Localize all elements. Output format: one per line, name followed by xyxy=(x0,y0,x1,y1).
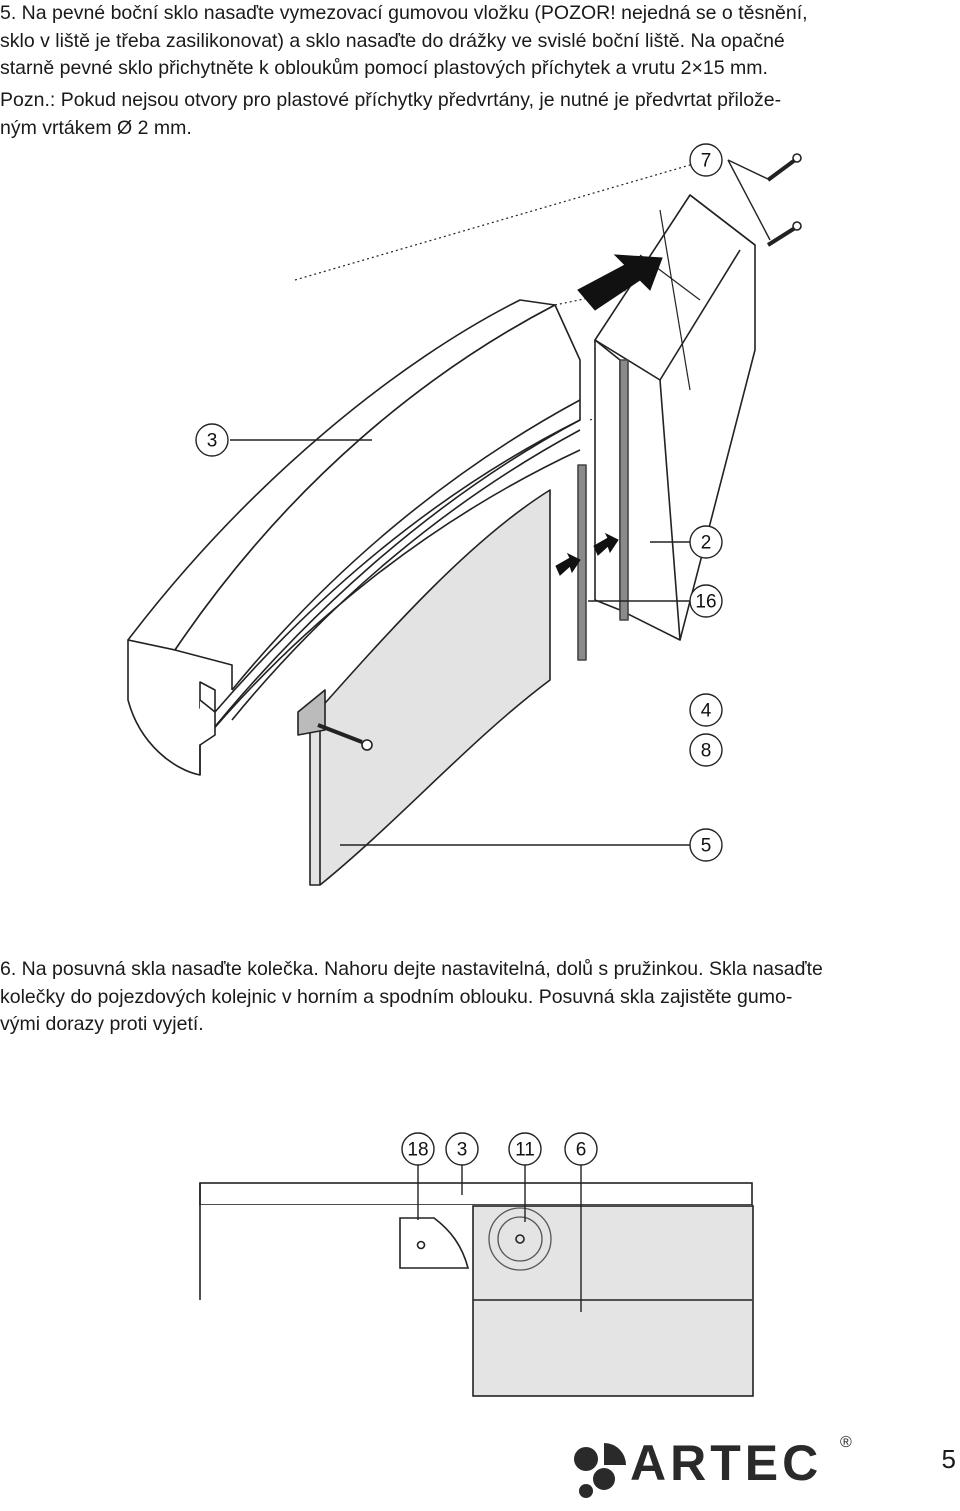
callout-label: 18 xyxy=(407,1140,428,1161)
page-number: 5 xyxy=(941,1444,956,1474)
callout-label: 6 xyxy=(576,1140,587,1161)
note-paragraph: Pozn.: Pokud nejsou otvory pro plastové … xyxy=(0,87,945,142)
callout-label: 8 xyxy=(701,741,712,762)
callout-label: 3 xyxy=(207,431,218,452)
callout-label: 5 xyxy=(701,836,712,857)
step-6-paragraph: 6. Na posuvná skla nasaďte kolečka. Naho… xyxy=(0,956,945,1039)
callout-label: 16 xyxy=(695,592,716,613)
step-5-line: starně pevné sklo přichytněte k obloukům… xyxy=(0,57,768,79)
roller-track-diagram: 18 3 11 6 xyxy=(199,1132,754,1397)
callout-label: 11 xyxy=(515,1140,535,1161)
registered-mark: ® xyxy=(840,1434,852,1451)
note-line: Pozn.: Pokud nejsou otvory pro plastové … xyxy=(0,89,782,111)
step-6-line: kolečky do pojezdových kolejnic v horním… xyxy=(0,985,793,1008)
step-6-line: 6. Na posuvná skla nasaďte kolečka. Naho… xyxy=(0,958,823,980)
artec-logo: ARTEC ® xyxy=(574,1434,852,1498)
step-5-line: sklo v liště je třeba zasilikonovat) a s… xyxy=(0,29,785,52)
assembly-diagram-fixed-glass: 7 3 2 16 4 8 5 xyxy=(127,143,802,886)
callout-label: 7 xyxy=(701,151,712,172)
note-line: ným vrtákem Ø 2 mm. xyxy=(0,116,192,139)
step-6-line: vými dorazy proti vyjetí. xyxy=(0,1013,204,1035)
step-5-line: 5. Na pevné boční sklo nasaďte vymezovac… xyxy=(0,2,808,24)
step-5-paragraph: 5. Na pevné boční sklo nasaďte vymezovac… xyxy=(0,0,945,83)
callout-label: 4 xyxy=(701,701,712,722)
callout-label: 3 xyxy=(457,1140,468,1161)
callout-label: 2 xyxy=(701,533,712,554)
logo-text: ARTEC xyxy=(630,1435,822,1491)
